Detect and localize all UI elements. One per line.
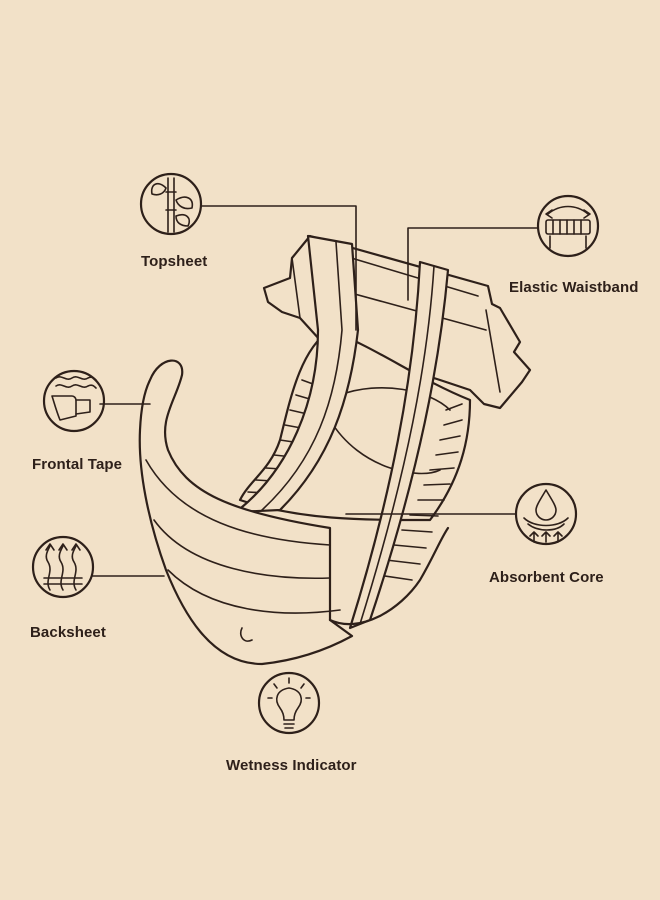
frontal-tape-label: Frontal Tape — [32, 456, 123, 473]
leader-lines — [91, 205, 539, 577]
lightbulb-icon — [257, 671, 321, 735]
center-band-right-seam — [359, 265, 435, 625]
waistband-stretch-icon — [536, 194, 600, 258]
wetness-strip-mark — [239, 627, 253, 642]
right-leg-cuff-ribs — [377, 403, 463, 581]
center-band-left — [234, 234, 360, 514]
back-shell-bottom — [328, 526, 450, 626]
bamboo-icon — [139, 172, 203, 236]
waistband-bottom-line — [339, 289, 487, 331]
backsheet-label: Backsheet — [30, 624, 106, 641]
frontal-tape-icon — [42, 369, 106, 433]
leader-topsheet — [201, 205, 357, 331]
leader-elastic-waistband — [407, 227, 539, 301]
elastic-waistband-label: Elastic Waistband — [509, 279, 639, 296]
center-band-left-seam — [261, 241, 343, 511]
left-wing-edge — [291, 257, 301, 319]
front-panel-stripe-1 — [145, 459, 331, 546]
cup-fold-line — [339, 386, 451, 411]
front-panel-stripe-2 — [153, 519, 331, 580]
right-wing-edge — [485, 309, 501, 393]
front-panel-stripe-3 — [167, 569, 341, 614]
droplet-absorb-icon — [514, 482, 578, 546]
wetness-indicator-label: Wetness Indicator — [226, 757, 357, 774]
topsheet-label: Topsheet — [141, 253, 208, 270]
diaper-illustration — [138, 234, 532, 666]
absorbent-core-label: Absorbent Core — [489, 569, 604, 586]
cup-inner-line — [329, 419, 441, 475]
breathable-airflow-icon — [31, 535, 95, 599]
front-panel — [138, 359, 354, 666]
